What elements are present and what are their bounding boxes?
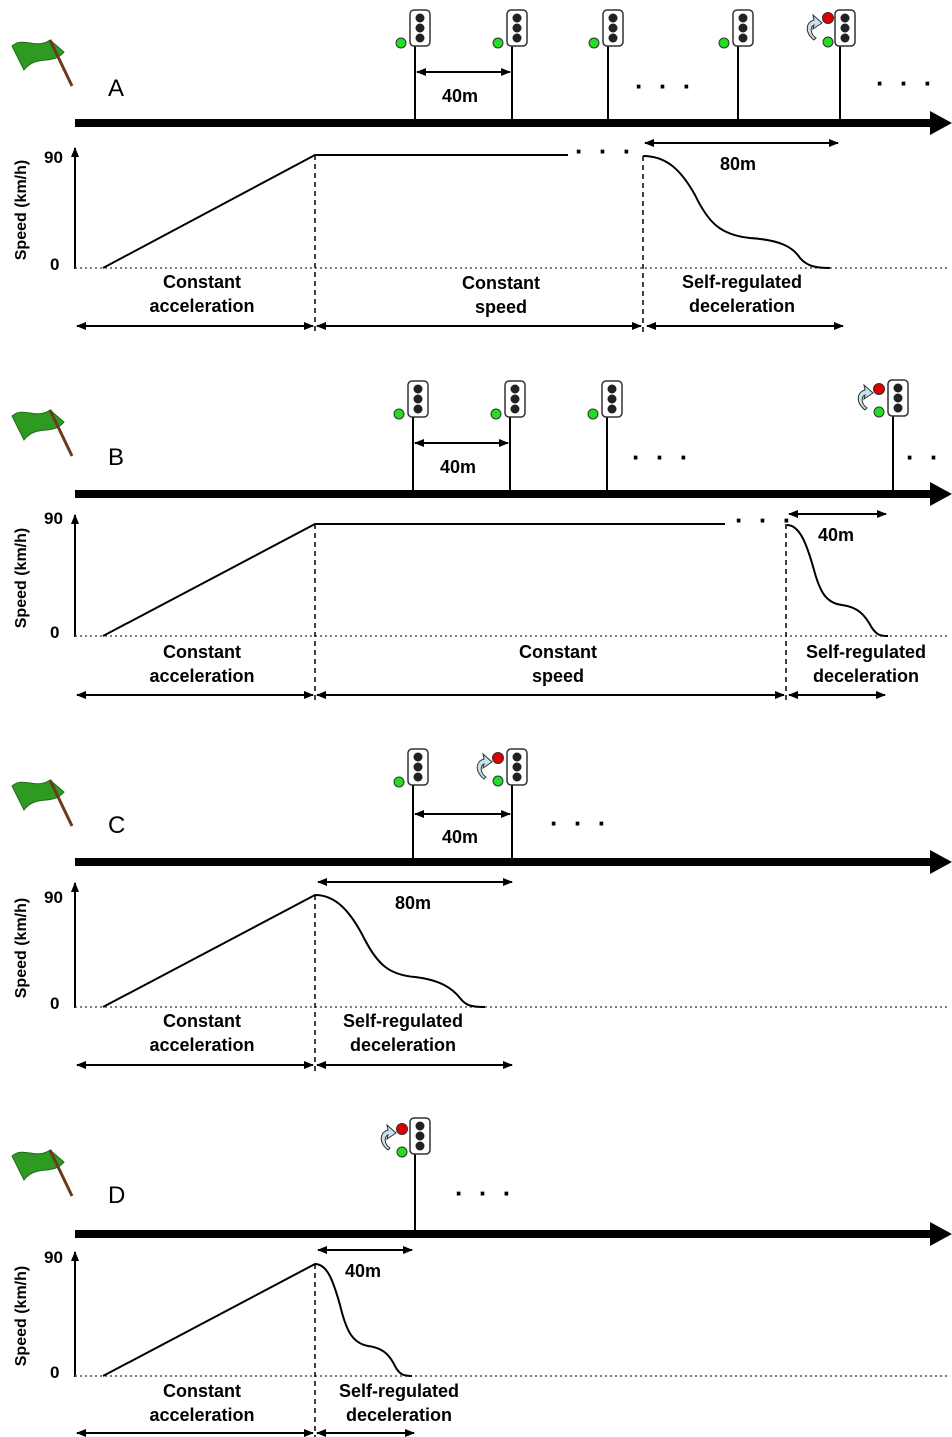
speed-curve (102, 523, 725, 637)
speed-max-label: 90 (44, 509, 63, 528)
ellipsis: · · · (575, 136, 635, 166)
phase-label: acceleration (149, 1035, 254, 1055)
speed-axis-title: Speed (km/h) (13, 1266, 30, 1366)
traffic-light-icon (588, 9, 624, 123)
green-flag-icon (10, 408, 74, 458)
traffic-light-icon (395, 9, 431, 123)
speed-max-label: 90 (44, 1248, 63, 1267)
phase-label: Self-regulated (806, 642, 926, 662)
phase-label: acceleration (149, 296, 254, 316)
phase-label: Constant (163, 272, 241, 292)
traffic-light-icon (806, 9, 856, 123)
phase-label: Self-regulated (343, 1011, 463, 1031)
road-arrowhead (930, 111, 952, 135)
panel-d: D · · · 40m Speed (km/h) 90 0 Constant a… (10, 1117, 952, 1437)
speed-max-label: 90 (44, 888, 63, 907)
spacing-label: 40m (442, 86, 478, 106)
green-flag-icon (10, 1148, 74, 1198)
traffic-light-icon (718, 9, 754, 123)
spacing-label: 40m (440, 457, 476, 477)
road-arrowhead (930, 850, 952, 874)
traffic-light-icon (490, 380, 526, 494)
traffic-light-icon (587, 380, 623, 494)
ellipsis: · · · (455, 1178, 515, 1208)
decel-distance-label: 80m (395, 893, 431, 913)
green-flag-icon (10, 778, 74, 828)
speed-axis-title: Speed (km/h) (13, 898, 30, 998)
speed-min-label: 0 (50, 994, 59, 1013)
speed-axis-title: Speed (km/h) (13, 528, 30, 628)
ellipsis: · · · (550, 808, 610, 838)
turn-arrow-icon (806, 13, 823, 41)
phase-label: deceleration (350, 1035, 456, 1055)
ellipsis: · · · (906, 442, 952, 472)
panel-letter: B (108, 444, 124, 471)
traffic-light-icon (492, 9, 528, 123)
phase-label: Constant (163, 642, 241, 662)
decel-distance-label: 40m (345, 1261, 381, 1281)
speed-min-label: 0 (50, 1363, 59, 1382)
phase-label: acceleration (149, 1405, 254, 1425)
ellipsis: · · · (635, 71, 695, 101)
turn-arrow-icon (380, 1123, 397, 1151)
speed-curve (102, 154, 568, 269)
decel-distance-label: 80m (720, 154, 756, 174)
speed-curve (642, 155, 831, 269)
panel-letter: A (108, 75, 124, 102)
green-flag-icon (10, 38, 74, 88)
phase-label: Self-regulated (339, 1381, 459, 1401)
speed-curve (102, 1262, 413, 1377)
phase-label: deceleration (813, 666, 919, 686)
decel-distance-label: 40m (818, 525, 854, 545)
speed-min-label: 0 (50, 255, 59, 274)
traffic-light-icon (393, 380, 429, 494)
turn-arrow-icon (476, 752, 493, 780)
phase-label: speed (532, 666, 584, 686)
road-arrowhead (930, 1222, 952, 1246)
turn-arrow-icon (857, 383, 874, 411)
phase-label: speed (475, 297, 527, 317)
traffic-light-icon (380, 1117, 431, 1230)
road-arrowhead (930, 482, 952, 506)
speed-curve (102, 893, 486, 1008)
phase-label: Constant (519, 642, 597, 662)
panel-b: B · · · · · · (10, 379, 952, 704)
spacing-label: 40m (442, 827, 478, 847)
phase-label: deceleration (689, 296, 795, 316)
phase-label: Constant (163, 1381, 241, 1401)
panel-letter: C (108, 812, 125, 839)
panel-letter: D (108, 1182, 125, 1209)
traffic-light-icon (393, 748, 429, 862)
phase-label: deceleration (346, 1405, 452, 1425)
phase-label: Self-regulated (682, 272, 802, 292)
phase-label: Constant (163, 1011, 241, 1031)
speed-min-label: 0 (50, 623, 59, 642)
panel-a: A (10, 9, 952, 335)
speed-max-label: 90 (44, 148, 63, 167)
traffic-light-icon (476, 748, 528, 862)
ellipsis: · · · (632, 442, 692, 472)
traffic-light-icon (857, 379, 909, 490)
ellipsis: · · · (735, 505, 795, 535)
speed-axis-title: Speed (km/h) (13, 160, 30, 260)
phase-label: acceleration (149, 666, 254, 686)
ellipsis: · · · (876, 68, 936, 98)
speed-curve (786, 524, 889, 637)
phase-label: Constant (462, 273, 540, 293)
panel-c: C · · · 40m 80m Speed (km/h) 90 0 (10, 748, 952, 1073)
